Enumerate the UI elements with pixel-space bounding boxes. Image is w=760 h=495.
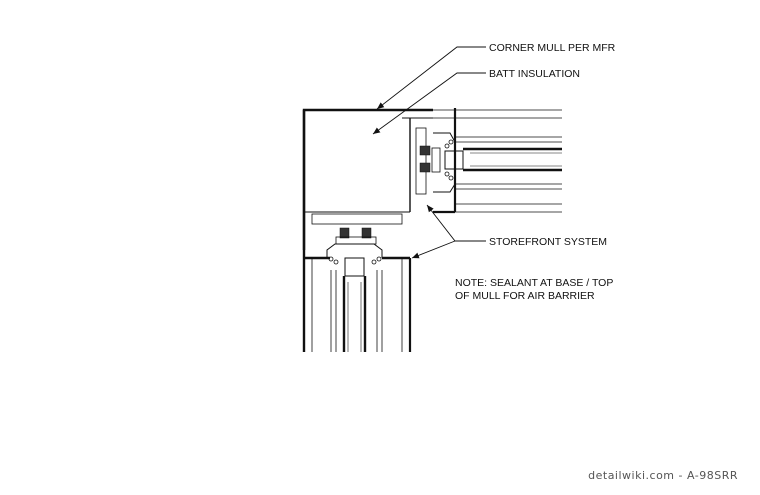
leader-storefront-upper xyxy=(426,204,486,242)
leader-storefront-lower xyxy=(411,240,456,259)
note-line-2: OF MULL FOR AIR BARRIER xyxy=(455,290,595,302)
label-corner-mull: CORNER MULL PER MFR xyxy=(489,42,616,54)
storefront-vertical xyxy=(303,213,412,352)
label-storefront-system: STOREFRONT SYSTEM xyxy=(489,236,607,248)
leader-batt-insulation xyxy=(372,72,486,135)
note-line-1: NOTE: SEALANT AT BASE / TOP xyxy=(455,277,613,289)
leader-lines xyxy=(372,46,486,259)
label-batt-insulation: BATT INSULATION xyxy=(489,68,580,80)
leader-corner-mull xyxy=(376,46,486,110)
storefront-horizontal xyxy=(415,108,562,214)
source-credit: detailwiki.com - A-98SRR xyxy=(588,469,738,482)
